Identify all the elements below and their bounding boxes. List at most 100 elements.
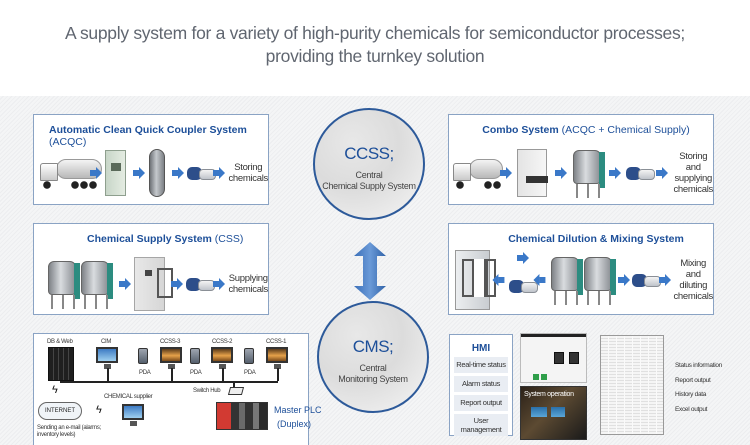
cms-line: Monitoring System: [338, 374, 408, 384]
ccss1-label: CCSS-1: [266, 339, 287, 345]
cim-label: CIM: [101, 339, 112, 345]
storage-vessel-icon: [148, 149, 165, 197]
flow-arrow-left-icon: [495, 274, 504, 286]
scada-screenshot: [520, 333, 587, 383]
pda-label: PDA: [244, 370, 256, 376]
css-title: Chemical Supply System (CSS): [34, 233, 268, 245]
css-output-line: Supplying: [228, 273, 268, 284]
wireless-bolt-icon: ϟ: [52, 384, 58, 396]
css-cabinet-icon: [133, 257, 173, 311]
ccss2-computer-icon: [211, 347, 233, 369]
tanker-truck-icon: [453, 157, 503, 189]
flow-arrow-icon: [133, 167, 146, 179]
combo-output-line: supplying: [674, 173, 712, 184]
ccss-abbr: CCSS;: [344, 144, 394, 163]
pump-icon: [186, 165, 217, 181]
server-icon: [48, 347, 74, 381]
pda-label: PDA: [139, 370, 151, 376]
cms-circle: CMS; Central Monitoring System: [317, 301, 429, 413]
mix-tank-icon: [550, 255, 583, 305]
report-spreadsheet: [600, 335, 664, 435]
combo-output-line: Storing and: [679, 151, 708, 173]
combo-title-text: Combo System: [482, 124, 559, 136]
report-item: Status information: [675, 362, 722, 369]
css-title-text: Chemical Supply System: [87, 233, 212, 245]
css-flow: Supplying chemicals: [34, 256, 268, 312]
flow-arrow-icon: [170, 278, 184, 290]
master-plc-label: Master PLC: [274, 405, 322, 415]
flow-arrow-icon: [118, 278, 131, 290]
pump-icon: [186, 276, 216, 292]
hmi-item-realtime-status: Real-time status: [454, 357, 508, 373]
ccss3-label: CCSS-3: [160, 339, 181, 345]
acqc-output: Storing chemicals: [228, 162, 268, 184]
master-plc-duplex-label: (Duplex): [277, 419, 312, 429]
css-output: Supplying chemicals: [228, 273, 268, 295]
flow-arrow-icon: [171, 167, 184, 179]
master-plc-icon: [216, 402, 268, 430]
ccss3-computer-icon: [160, 347, 182, 369]
dilution-box: Chemical Dilution & Mixing System Mixing…: [448, 223, 714, 315]
bidirectional-arrow-icon: [354, 242, 386, 300]
css-abbr: (CSS): [211, 233, 244, 245]
network-drop-line: [171, 368, 173, 381]
dilution-output-line: chemicals: [673, 291, 713, 302]
flow-arrow-icon: [213, 167, 226, 179]
dilution-title: Chemical Dilution & Mixing System: [508, 233, 684, 245]
ccss-circle: CCSS; Central Chemical Supply System: [313, 108, 425, 220]
ccss1-computer-icon: [266, 347, 288, 369]
supply-tank-icon: [572, 148, 605, 198]
supplier-label: CHEMICAL supplier: [104, 394, 153, 400]
wireless-bolt-icon: ϟ: [96, 404, 102, 416]
network-drop-line: [107, 368, 109, 381]
combo-cabinet-icon: [517, 149, 549, 197]
dilution-output: Mixing and diluting chemicals: [673, 258, 713, 302]
acqc-flow: Storing chemicals: [34, 145, 268, 201]
cms-description: Central Monitoring System: [319, 363, 427, 385]
db-web-label: DB & Web: [47, 339, 73, 345]
combo-abbr: (ACQC + Chemical Supply): [558, 124, 690, 136]
dilution-output-line: Mixing and: [680, 258, 707, 280]
acqc-title-text: Automatic Clean Quick Coupler System: [49, 124, 247, 136]
acqc-output-line: chemicals: [228, 173, 268, 184]
cms-line: Central: [359, 363, 387, 373]
system-operation-photo: System operation: [520, 386, 587, 440]
combo-output: Storing and supplying chemicals: [673, 151, 713, 195]
pump-group: [509, 252, 539, 300]
network-drop-line: [222, 368, 224, 381]
report-item: History data: [675, 391, 707, 398]
flow-arrow-icon: [213, 278, 226, 290]
combo-title: Combo System (ACQC + Chemical Supply): [449, 124, 713, 136]
flow-arrow-icon: [555, 167, 568, 179]
pda-icon: [244, 348, 254, 364]
acqc-box: Automatic Clean Quick Coupler System (AC…: [33, 114, 269, 205]
flow-arrow-icon: [517, 252, 530, 264]
pda-icon: [190, 348, 200, 364]
supplier-computer-icon: [122, 404, 144, 426]
switch-hub-icon: [227, 387, 245, 395]
headline-line-2: providing the turnkey solution: [265, 46, 485, 66]
dilution-flow: Mixing and diluting chemicals: [449, 250, 713, 310]
pump-icon: [509, 278, 539, 294]
hmi-item-user-management: User management: [454, 414, 508, 436]
pump-icon: [626, 165, 656, 181]
combo-output-line: chemicals: [673, 184, 713, 195]
switch-hub-label: Switch Hub: [193, 388, 221, 394]
flow-arrow-icon: [500, 167, 513, 179]
headline: A supply system for a variety of high-pu…: [0, 22, 750, 68]
acqc-cabinet-icon: [105, 150, 127, 196]
report-item: Report output: [675, 376, 711, 384]
cim-computer-icon: [96, 347, 118, 369]
combo-box: Combo System (ACQC + Chemical Supply) St…: [448, 114, 714, 205]
cms-abbr: CMS;: [352, 337, 394, 356]
flow-arrow-left-icon: [536, 274, 545, 286]
internet-cloud: INTERNET: [38, 402, 82, 420]
combo-flow: Storing and supplying chemicals: [449, 145, 713, 201]
tanker-truck-icon: [40, 157, 102, 189]
hmi-item-alarm-status: Alarm status: [454, 376, 508, 392]
photo-caption: System operation: [524, 391, 574, 398]
acqc-output-line: Storing: [234, 162, 263, 173]
email-note-line-2: inventory levels): [37, 432, 76, 438]
headline-line-1: A supply system for a variety of high-pu…: [65, 23, 685, 43]
hmi-item-report-output: Report output: [454, 395, 508, 411]
